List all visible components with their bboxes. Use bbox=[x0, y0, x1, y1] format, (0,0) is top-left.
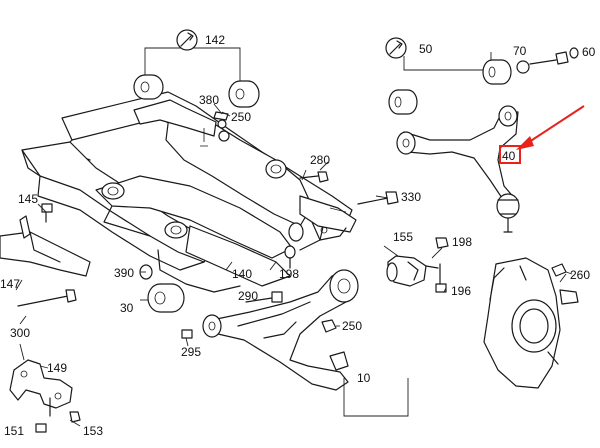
upper-arm-hardware bbox=[385, 37, 579, 115]
label-60[interactable]: 60 bbox=[582, 45, 596, 59]
label-147[interactable]: 147 bbox=[0, 277, 20, 291]
label-260[interactable]: 260 bbox=[570, 268, 590, 282]
highlight-callout bbox=[499, 105, 585, 164]
bracket-149 bbox=[9, 359, 81, 433]
stabilizer-bracket-155 bbox=[383, 237, 449, 293]
rear-bushings bbox=[139, 245, 296, 313]
label-151[interactable]: 151 bbox=[4, 424, 24, 438]
label-155[interactable]: 155 bbox=[393, 230, 413, 244]
label-198-right[interactable]: 198 bbox=[452, 235, 472, 249]
label-142[interactable]: 142 bbox=[205, 33, 225, 47]
label-250-top[interactable]: 250 bbox=[231, 110, 251, 124]
label-30[interactable]: 30 bbox=[120, 301, 134, 315]
lower-control-arm bbox=[181, 269, 409, 417]
label-390[interactable]: 390 bbox=[114, 266, 134, 280]
label-198-center[interactable]: 198 bbox=[279, 267, 299, 281]
label-250-bottom[interactable]: 250 bbox=[342, 319, 362, 333]
part-labels: 142 50 70 60 380 250 280 40 145 330 155 … bbox=[0, 33, 596, 438]
steering-knuckle bbox=[483, 257, 579, 389]
label-196[interactable]: 196 bbox=[451, 284, 471, 298]
frame-mount-bushings bbox=[133, 29, 260, 108]
label-40[interactable]: 40 bbox=[502, 149, 516, 163]
label-50[interactable]: 50 bbox=[419, 42, 433, 56]
label-295[interactable]: 295 bbox=[181, 345, 201, 359]
label-280[interactable]: 280 bbox=[310, 153, 330, 167]
highlight-arrow-line bbox=[525, 105, 585, 145]
label-330[interactable]: 330 bbox=[401, 190, 421, 204]
label-10[interactable]: 10 bbox=[357, 371, 371, 385]
upper-control-arm bbox=[396, 105, 520, 233]
label-290[interactable]: 290 bbox=[238, 289, 258, 303]
label-153[interactable]: 153 bbox=[83, 424, 103, 438]
label-149[interactable]: 149 bbox=[47, 361, 67, 375]
highlight-arrow-head bbox=[516, 136, 534, 150]
label-380[interactable]: 380 bbox=[199, 93, 219, 107]
label-70[interactable]: 70 bbox=[513, 44, 527, 58]
leader-lines bbox=[15, 111, 567, 427]
label-300[interactable]: 300 bbox=[10, 326, 30, 340]
highlight-box bbox=[499, 145, 521, 164]
bolt-330 bbox=[357, 191, 399, 205]
label-140[interactable]: 140 bbox=[232, 267, 252, 281]
subframe bbox=[21, 91, 357, 293]
bolt-280 bbox=[299, 161, 329, 183]
hardware-380-250 bbox=[213, 103, 230, 142]
label-145[interactable]: 145 bbox=[18, 192, 38, 206]
